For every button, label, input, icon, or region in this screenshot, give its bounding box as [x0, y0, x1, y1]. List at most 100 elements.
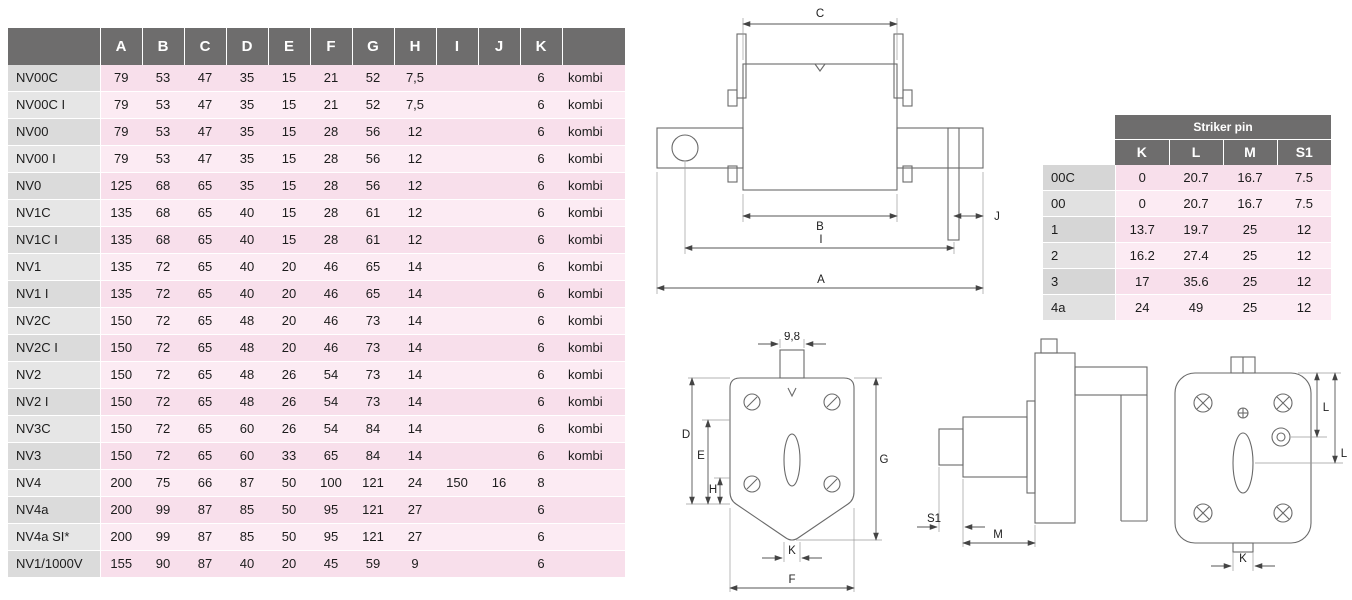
dim-cell-F: 21: [310, 91, 352, 119]
dim-cell-B: 72: [142, 388, 184, 416]
dim-row-label: NV2C I: [8, 334, 101, 362]
dim-row-label: NV00: [8, 118, 101, 146]
dim-cell-C: 65: [184, 442, 226, 470]
dim-cell-type: kombi: [562, 118, 625, 146]
dim-cell-D: 85: [226, 496, 268, 524]
dim-cell-A: 125: [100, 172, 142, 200]
dim-cell-I: [436, 172, 478, 200]
dim-cell-A: 135: [100, 253, 142, 281]
dim-cell-B: 53: [142, 65, 184, 92]
dim-row-label: NV1 I: [8, 280, 101, 308]
dim-cell-I: [436, 91, 478, 119]
dim-cell-J: [478, 280, 520, 308]
dim-label-i: I: [819, 234, 822, 246]
dim-cell-B: 72: [142, 253, 184, 281]
dim-header-F: F: [310, 28, 353, 65]
dim-cell-F: 46: [310, 307, 352, 335]
dim-cell-G: 65: [352, 253, 394, 281]
dim-cell-H: 7,5: [394, 65, 436, 92]
dim-cell-G: 84: [352, 442, 394, 470]
dim-cell-H: 14: [394, 415, 436, 443]
dim-header-type: [562, 28, 625, 65]
striker-cell-S1: 7.5: [1277, 165, 1331, 191]
dim-cell-J: [478, 199, 520, 227]
dim-label-a: A: [817, 274, 825, 286]
dim-label-l2: L: [1341, 448, 1348, 460]
dim-cell-H: 14: [394, 442, 436, 470]
dim-cell-J: [478, 172, 520, 200]
dim-cell-C: 65: [184, 388, 226, 416]
dim-cell-F: 54: [310, 361, 352, 389]
dim-header-C: C: [184, 28, 227, 65]
dim-cell-A: 150: [100, 442, 142, 470]
dim-cell-I: [436, 442, 478, 470]
dim-cell-type: kombi: [562, 145, 625, 173]
dim-row-label: NV00 I: [8, 145, 101, 173]
dim-cell-F: 46: [310, 334, 352, 362]
dim-cell-H: 24: [394, 469, 436, 497]
dim-cell-H: 14: [394, 388, 436, 416]
dim-cell-type: kombi: [562, 65, 625, 92]
dim-row-label: NV1C: [8, 199, 101, 227]
dim-cell-K: 6: [520, 388, 562, 416]
fuse-side-outline: [938, 338, 1148, 524]
dim-cell-E: 15: [268, 65, 310, 92]
dim-cell-B: 72: [142, 280, 184, 308]
dim-cell-A: 150: [100, 361, 142, 389]
striker-header-K: K: [1115, 139, 1170, 165]
dim-header-G: G: [352, 28, 395, 65]
dim-cell-B: 53: [142, 118, 184, 146]
dim-cell-H: 12: [394, 145, 436, 173]
striker-cell-S1: 12: [1277, 216, 1331, 243]
dim-cell-E: 15: [268, 145, 310, 173]
dim-cell-type: kombi: [562, 199, 625, 227]
dim-row-label: NV1C I: [8, 226, 101, 254]
dim-cell-G: 56: [352, 145, 394, 173]
dim-cell-C: 87: [184, 550, 226, 578]
dim-cell-E: 20: [268, 253, 310, 281]
dim-row-label: NV2: [8, 361, 101, 389]
dim-cell-K: 6: [520, 226, 562, 254]
fuse-side-drawing: S1 M: [917, 338, 1148, 547]
dim-row-label: NV1/1000V: [8, 550, 101, 578]
striker-row-label: 1: [1043, 216, 1116, 243]
dim-header-B: B: [142, 28, 185, 65]
dim-label-j: J: [994, 211, 1000, 223]
dim-cell-A: 155: [100, 550, 142, 578]
striker-row-label: 3: [1043, 268, 1116, 295]
dim-cell-H: 12: [394, 172, 436, 200]
dim-cell-B: 72: [142, 334, 184, 362]
dim-cell-E: 15: [268, 226, 310, 254]
dimension-lines: [656, 18, 984, 294]
dim-cell-E: 15: [268, 199, 310, 227]
dim-cell-B: 75: [142, 469, 184, 497]
dim-cell-H: 14: [394, 253, 436, 281]
dim-label-g: G: [880, 454, 889, 466]
dim-cell-A: 200: [100, 469, 142, 497]
dim-cell-K: 6: [520, 442, 562, 470]
dim-cell-type: kombi: [562, 361, 625, 389]
dim-cell-H: 27: [394, 523, 436, 551]
dim-cell-F: 28: [310, 226, 352, 254]
dim-cell-K: 6: [520, 145, 562, 173]
dim-cell-E: 20: [268, 307, 310, 335]
dim-cell-type: [562, 550, 625, 578]
dim-cell-F: 100: [310, 469, 352, 497]
dim-cell-J: 16: [478, 469, 520, 497]
dim-cell-D: 35: [226, 172, 268, 200]
striker-cell-S1: 12: [1277, 242, 1331, 269]
striker-cell-L: 20.7: [1169, 165, 1223, 191]
dim-cell-B: 68: [142, 199, 184, 227]
dim-cell-K: 6: [520, 415, 562, 443]
dim-cell-E: 26: [268, 415, 310, 443]
dim-cell-J: [478, 226, 520, 254]
dim-cell-B: 72: [142, 415, 184, 443]
